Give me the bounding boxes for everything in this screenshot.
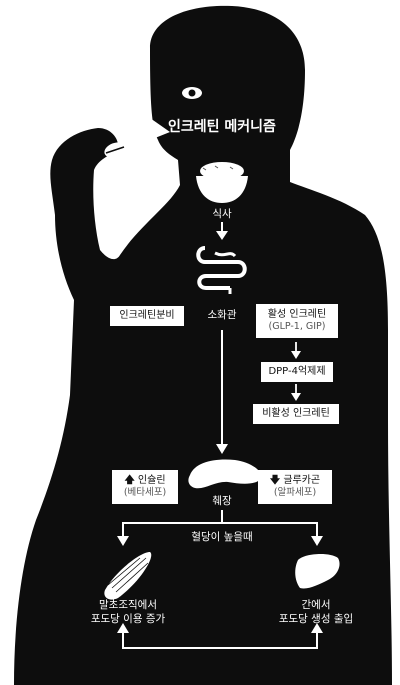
liver-icon (295, 554, 340, 589)
eye-icon (182, 87, 202, 99)
liver-caption-line1: 간에서 (301, 599, 331, 611)
pill-icon (104, 142, 126, 158)
down-arrow-icon: 🡇 (269, 474, 281, 486)
inactive-incretin-box: 비활성 인크레틴 (253, 404, 339, 424)
rice-bowl-icon (196, 162, 248, 203)
glucagon-sub-label: (알파세포) (273, 487, 317, 499)
glucagon-box: 🡇 글루카곤 (알파세포) (258, 470, 332, 504)
arrow-feedback-loop (122, 632, 318, 649)
muscle-caption-line2: 포도당 이용 증가 (90, 613, 166, 626)
incretin-secretion-box: 인크레틴분비 (110, 306, 184, 326)
arrow-meal-to-intestine-head (216, 231, 228, 240)
arrow-pancreas-branch (122, 522, 318, 537)
meal-label: 식사 (212, 208, 232, 220)
intestine-icon (196, 246, 247, 294)
arrow-branch-left-head (117, 536, 129, 546)
diagram-title: 인크레틴 메커니즘 (168, 119, 276, 135)
arrow-intestine-to-pancreas-head (216, 444, 228, 454)
pancreas-label: 췌장 (212, 495, 232, 507)
dpp4-inhibitor-label: DPP-4억제제 (268, 366, 326, 378)
pancreas-icon (188, 459, 262, 489)
arrow-feedback-left-head (117, 623, 129, 633)
arrow-feedback-right-head (311, 623, 323, 633)
up-arrow-icon: 🡅 (124, 474, 135, 486)
insulin-label: 인슐린 (137, 474, 166, 486)
human-silhouette (14, 5, 392, 685)
incretin-secretion-label: 인크레틴분비 (119, 310, 175, 322)
muscle-icon (104, 552, 152, 600)
arrow-active-to-dpp4-head (291, 351, 301, 359)
inactive-incretin-label: 비활성 인크레틴 (262, 408, 330, 420)
active-incretin-sub-label: (GLP-1, GIP) (268, 321, 326, 333)
active-incretin-label: 활성 인크레틴 (267, 308, 327, 320)
insulin-sub-label: (베타세포) (123, 487, 167, 499)
small-intestine-label: 소화관 (207, 309, 237, 321)
dpp4-inhibitor-box: DPP-4억제제 (261, 362, 333, 382)
mouth-icon (150, 118, 170, 140)
insulin-box: 🡅 인슐린 (베타세포) (112, 470, 178, 504)
muscle-caption-line1: 말초조직에서 (99, 599, 157, 611)
arrow-branch-right-head (311, 536, 323, 546)
arrow-dpp4-to-inactive-head (291, 393, 301, 401)
liver-caption-line2: 포도당 생성 출입 (278, 613, 354, 626)
liver-caption: 간에서 포도당 생성 출입 (260, 598, 372, 626)
muscle-caption: 말초조직에서 포도당 이용 증가 (78, 598, 178, 626)
glucagon-label: 글루카곤 (283, 474, 321, 486)
high-glucose-label: 혈당이 높을때 (191, 531, 253, 543)
active-incretin-box: 활성 인크레틴 (GLP-1, GIP) (256, 304, 338, 338)
